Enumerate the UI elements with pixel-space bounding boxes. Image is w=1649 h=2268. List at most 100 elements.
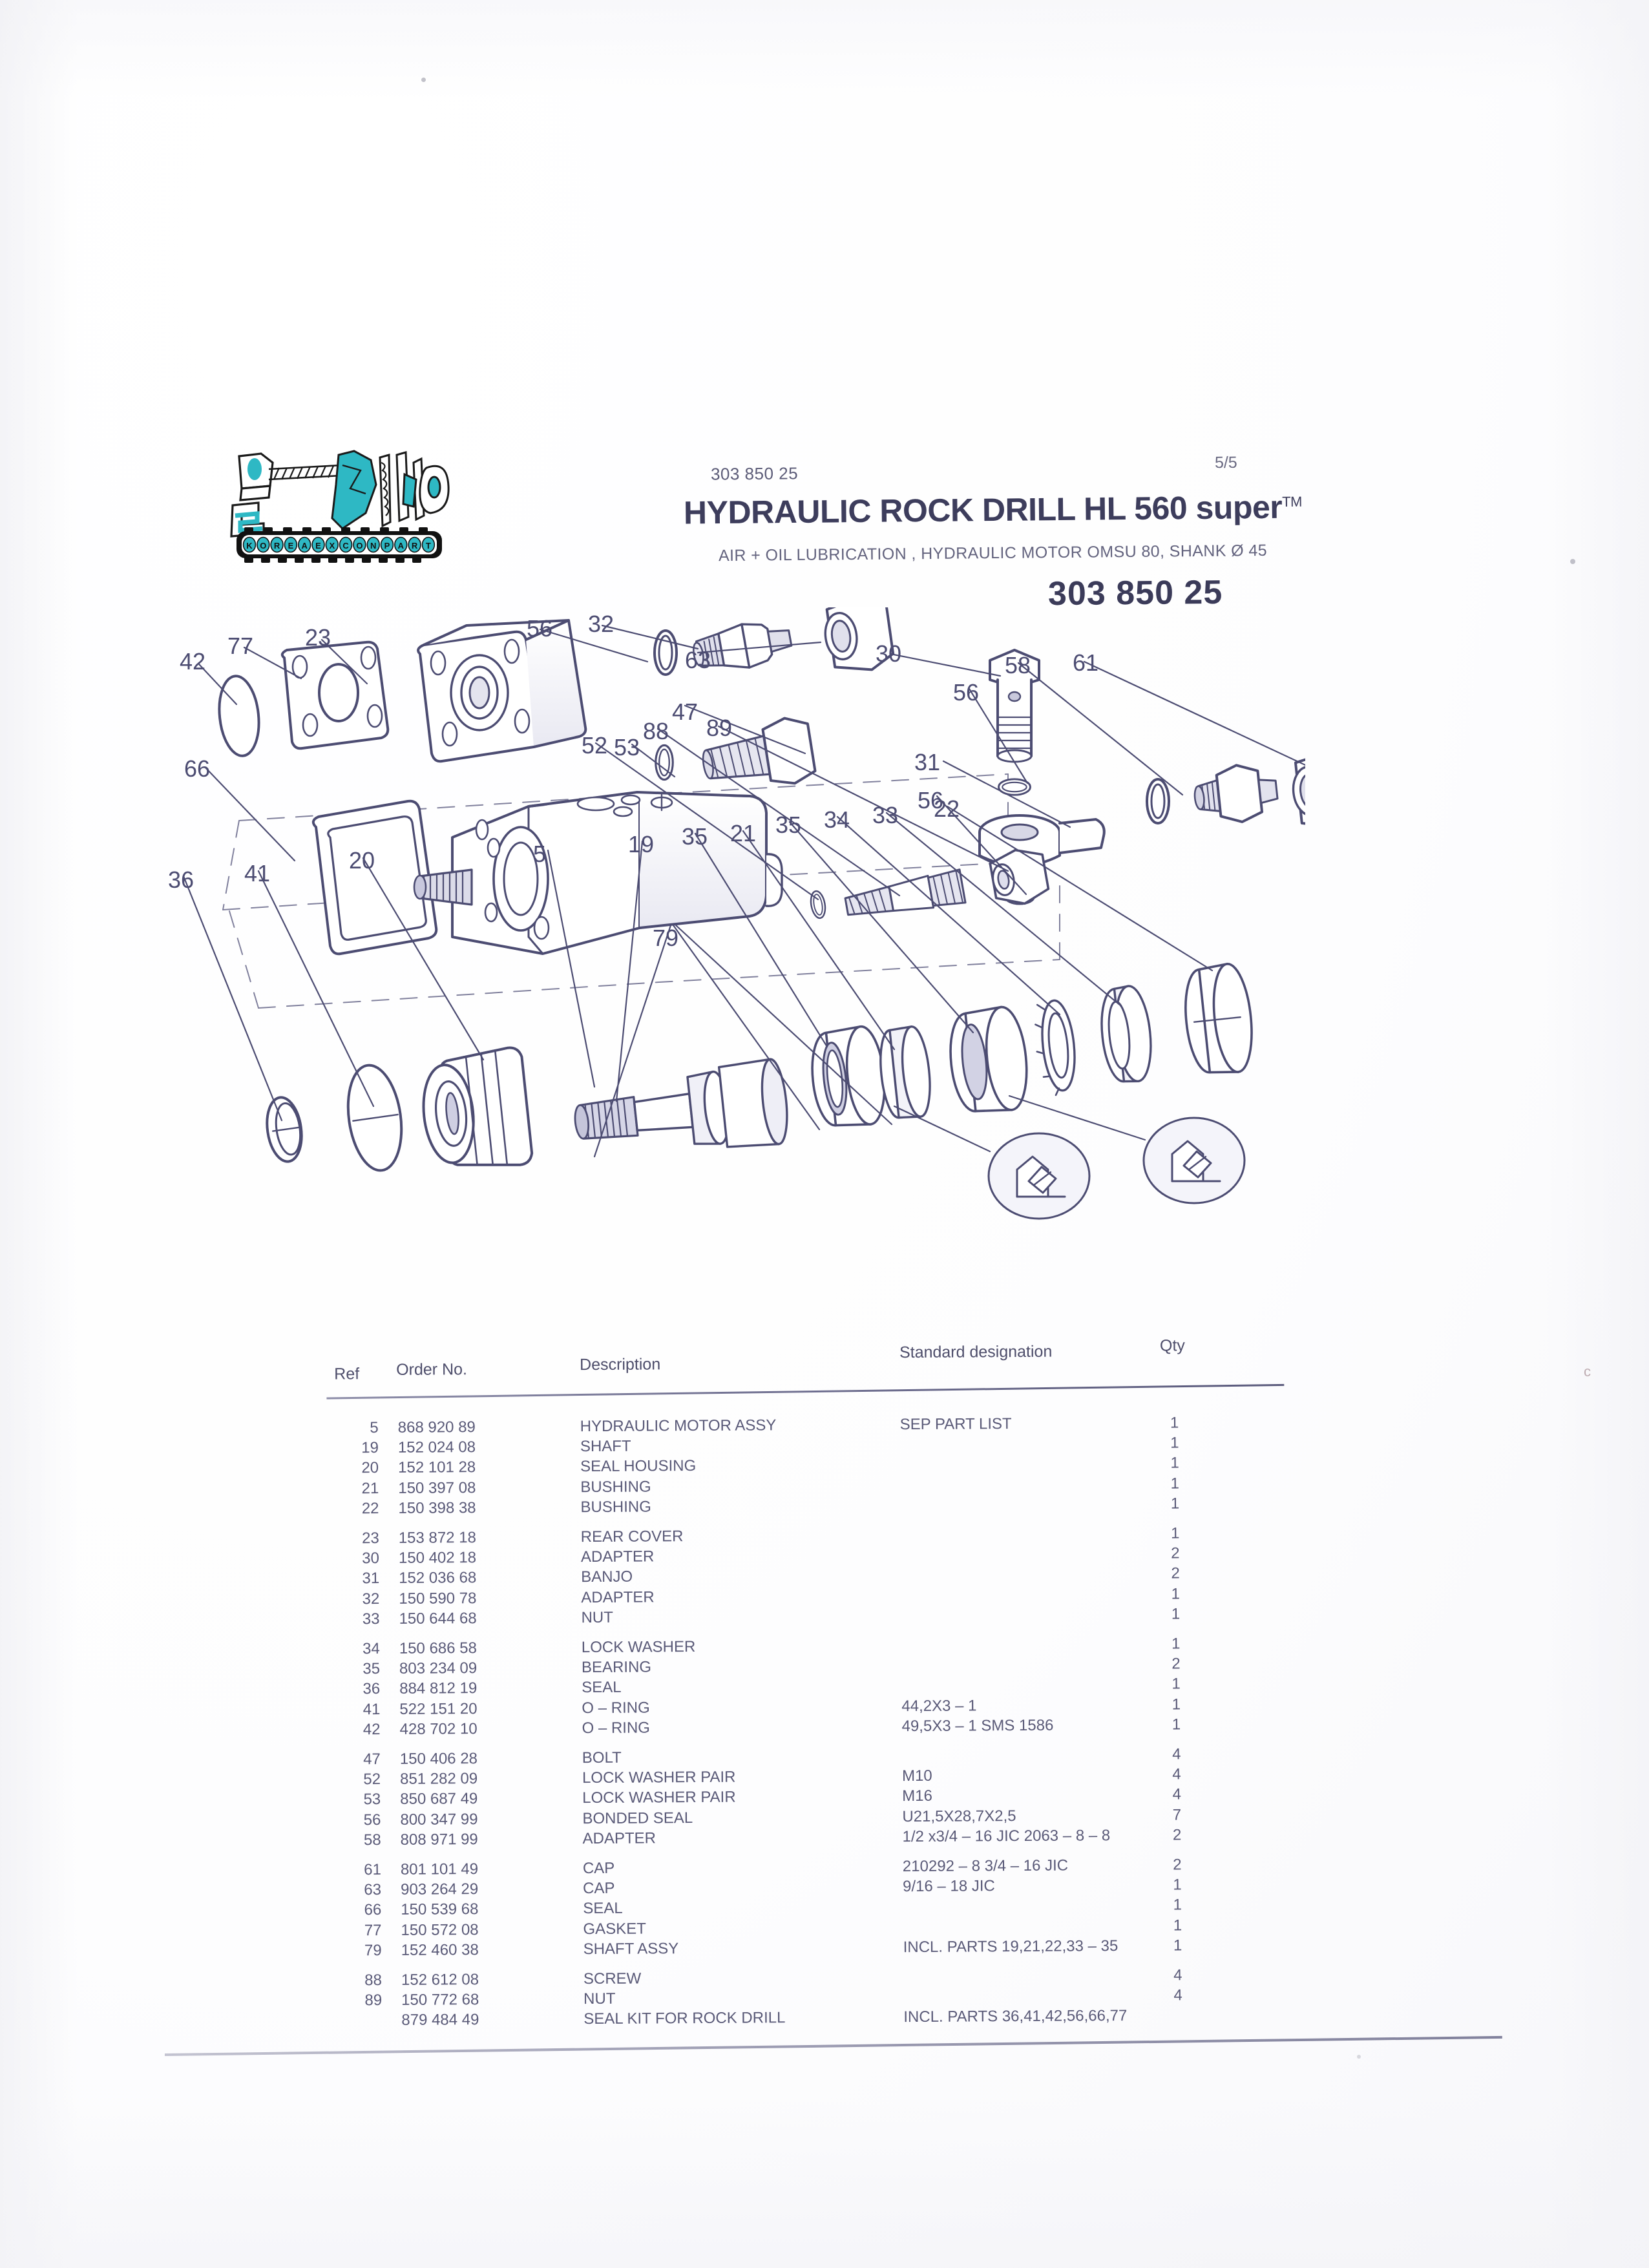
diagram-callout-35: 35: [775, 812, 801, 838]
diagram-callout-23: 23: [305, 624, 331, 651]
cell-ref: 31: [362, 1570, 380, 1588]
cell-description: SCREW: [583, 1969, 642, 1988]
cell-description: O – RING: [582, 1719, 651, 1737]
cell-qty: 1: [1171, 1585, 1181, 1603]
column-header-qty: Qty: [1159, 1336, 1185, 1355]
cell-description: LOCK WASHER PAIR: [582, 1789, 736, 1807]
diagram-callout-63: 63: [685, 647, 711, 673]
logo-letter: A: [398, 541, 404, 551]
column-header-std: Standard designation: [899, 1342, 1053, 1362]
cell-description: SEAL: [582, 1679, 622, 1697]
logo-letter-bubble: [380, 536, 394, 553]
cell-ref: 77: [364, 1921, 382, 1939]
diagram-callout-42: 42: [180, 648, 205, 675]
cell-description: BUSHING: [580, 1478, 651, 1496]
cell-order-no: 150 406 28: [399, 1750, 478, 1768]
cell-description: ADAPTER: [580, 1548, 655, 1566]
logo-letter: T: [426, 541, 431, 551]
cell-ref: 36: [362, 1680, 381, 1698]
cell-description: CAP: [583, 1880, 615, 1898]
logo-letter: E: [315, 541, 321, 551]
logo-letter-bubble: [311, 536, 325, 553]
document-code-small: 303 850 25: [710, 463, 799, 484]
cell-description: SEAL: [583, 1900, 623, 1918]
diagram-callout-34: 34: [824, 806, 850, 833]
cell-order-no: 808 971 99: [400, 1830, 478, 1849]
cell-qty: 7: [1172, 1806, 1182, 1824]
diagram-callout-35: 35: [682, 823, 708, 850]
cell-description: SEAL KIT FOR ROCK DRILL: [583, 2009, 786, 2028]
logo-letter: N: [370, 541, 376, 551]
cell-order-no: 150 572 08: [401, 1920, 479, 1939]
cell-standard-designation: 44,2X3 – 1: [901, 1696, 977, 1715]
page-number: 5/5: [1214, 453, 1237, 472]
diagram-callout-47: 47: [672, 698, 698, 725]
cell-ref: 35: [362, 1660, 381, 1678]
cell-order-no: 803 234 09: [399, 1659, 478, 1678]
cell-order-no: 428 702 10: [399, 1719, 478, 1738]
diagram-callout-20: 20: [349, 847, 375, 874]
cell-qty: 4: [1172, 1765, 1181, 1783]
cell-ref: 41: [362, 1700, 381, 1718]
cell-description: BANJO: [581, 1568, 633, 1586]
logo-letter-bubble: [270, 536, 284, 553]
cell-description: GASKET: [583, 1920, 646, 1938]
logo-letter-bubble: [353, 536, 366, 553]
cell-ref: 22: [361, 1499, 379, 1518]
cell-order-no: 150 539 68: [401, 1900, 479, 1919]
scan-shadow-right: [1546, 0, 1649, 2268]
column-header-desc: Description: [580, 1355, 661, 1374]
cell-order-no: 150 644 68: [399, 1609, 477, 1628]
cell-description: SEAL HOUSING: [580, 1457, 697, 1476]
logo-letter: R: [274, 541, 280, 551]
cell-order-no: 152 024 08: [397, 1438, 476, 1457]
diagram-callout-56: 56: [527, 615, 552, 642]
parts-list-table: Ref Order No. Description Standard desig…: [321, 1315, 1295, 2029]
cell-qty: 1: [1170, 1495, 1180, 1513]
cell-order-no: 850 687 49: [400, 1790, 478, 1809]
cell-description: ADAPTER: [581, 1588, 655, 1606]
cell-order-no: 879 484 49: [401, 2011, 479, 2030]
cell-qty: 1: [1173, 1937, 1182, 1955]
header-divider: [326, 1383, 1285, 1400]
trademark-mark: TM: [1282, 493, 1303, 510]
logo-letter-bubble: [366, 536, 380, 553]
cell-ref: 66: [364, 1901, 382, 1919]
cell-order-no: 152 101 28: [398, 1458, 476, 1477]
column-header-ref: Ref: [334, 1365, 360, 1383]
cell-qty: 1: [1171, 1716, 1181, 1734]
cell-qty: 4: [1172, 1745, 1181, 1763]
logo-letter: O: [260, 541, 266, 551]
cell-description: SHAFT ASSY: [583, 1940, 679, 1958]
diagram-callout-61: 61: [1073, 649, 1098, 676]
cell-order-no: 801 101 49: [400, 1860, 479, 1878]
cell-ref: 52: [363, 1770, 381, 1789]
cell-standard-designation: 210292 – 8 3/4 – 16 JIC: [902, 1856, 1069, 1876]
cell-order-no: 152 612 08: [401, 1971, 479, 1989]
cell-ref: 34: [362, 1640, 380, 1658]
cell-qty: 1: [1170, 1475, 1180, 1493]
diagram-callout-31: 31: [914, 749, 940, 775]
cell-order-no: 153 872 18: [398, 1529, 476, 1547]
diagram-callout-36: 36: [168, 866, 194, 893]
cell-ref: 58: [363, 1831, 381, 1849]
cell-qty: 1: [1173, 1876, 1182, 1894]
cell-description: LOCK WASHER: [581, 1638, 696, 1657]
column-header-order: Order No.: [396, 1360, 468, 1379]
cell-ref: 21: [361, 1479, 379, 1497]
cell-qty: 1: [1171, 1635, 1181, 1653]
cell-description: O – RING: [582, 1699, 650, 1717]
logo-letter-bubble: [257, 536, 270, 553]
cell-ref: 42: [362, 1720, 381, 1739]
cell-standard-designation: U21,5X28,7X2,5: [902, 1807, 1016, 1825]
cell-order-no: 150 590 78: [399, 1589, 477, 1608]
cell-description: BUSHING: [580, 1498, 651, 1516]
cell-ref: 30: [362, 1549, 380, 1568]
page-title-text: HYDRAULIC ROCK DRILL HL 560 super: [683, 488, 1283, 531]
cell-qty: 4: [1173, 1986, 1182, 2004]
logo-letter-bubble: [325, 536, 339, 553]
diagram-callout-41: 41: [244, 860, 270, 887]
scan-shadow-top: [0, 0, 1649, 97]
